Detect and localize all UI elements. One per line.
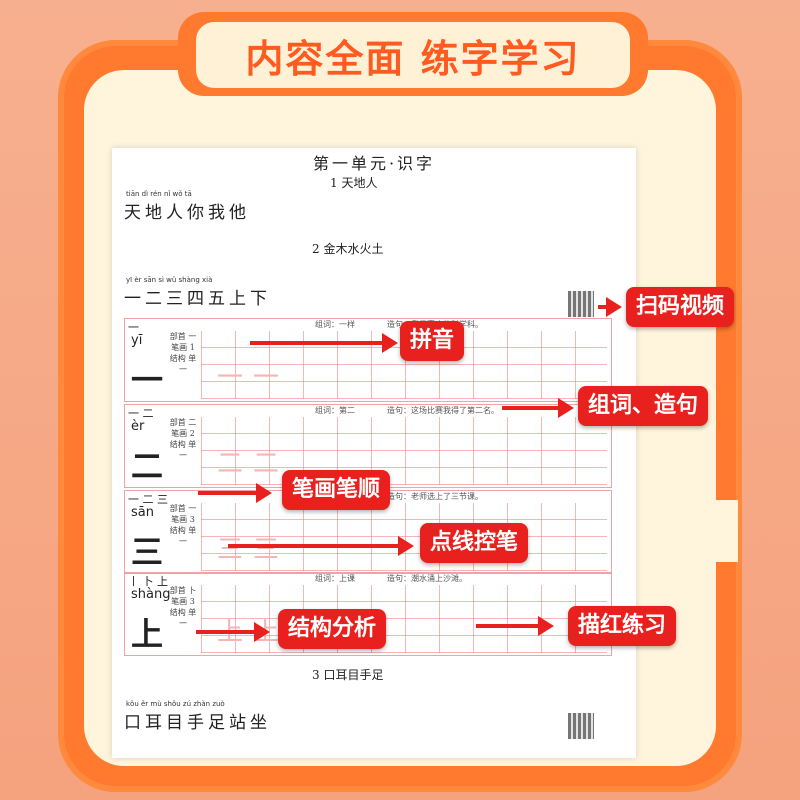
qr-code-bottom[interactable] [568, 713, 594, 739]
char-pinyin: yī [131, 333, 143, 348]
trace-chars: 一一 [217, 363, 290, 393]
arrow-pinyin [250, 333, 398, 353]
workbook-page: 第一单元·识字 1 天地人 tiān dì rén nǐ wǒ tā 天地人你我… [112, 148, 636, 758]
qr-code[interactable] [568, 291, 594, 317]
word-sentence: 组词：一样 造句：我最喜欢的科学科。 [315, 320, 483, 329]
practice-grid[interactable] [201, 417, 607, 485]
char-glyph: 一 [131, 361, 164, 399]
arrow-trace [476, 616, 554, 636]
callout-pinyin: 拼音 [400, 321, 465, 361]
char-meta: 部首 一 笔画 1 结构 单一 [169, 332, 197, 374]
char-pinyin: shàng [131, 587, 171, 602]
lesson3-title: 3 口耳目手足 [312, 668, 384, 682]
arrow-dotted [228, 536, 414, 556]
char-pinyin: èr [131, 419, 145, 434]
char-block-yi: 一 组词：一样 造句：我最喜欢的科学科。 yī 一 部首 一 笔画 1 结构 单… [124, 318, 612, 402]
stroke-order: 一 二 三 [128, 493, 168, 506]
callout-qr-video: 扫码视频 [626, 287, 735, 327]
arrow-qr [598, 297, 622, 317]
stroke-order: 一 [128, 321, 139, 334]
lesson2-pinyin: yī èr sān sì wǔ shàng xià [126, 276, 213, 284]
arrow-strokes [198, 483, 272, 503]
trace-chars: 三三 [217, 535, 290, 565]
trace-chars: 二二 [217, 449, 290, 479]
frame-notch [686, 500, 738, 562]
callout-trace: 描红练习 [568, 606, 677, 646]
char-pinyin: sān [131, 505, 154, 520]
arrow-words [502, 398, 574, 418]
arrow-structure [196, 622, 270, 642]
word-sentence: 组词：第二 造句：这场比赛我得了第二名。 [315, 406, 499, 415]
lesson1-title: 1 天地人 [330, 176, 378, 190]
callout-dotted: 点线控笔 [420, 523, 529, 563]
lesson2-chars: 一二三四五上下 [124, 289, 271, 309]
lesson1-pinyin: tiān dì rén nǐ wǒ tā [126, 190, 192, 198]
callout-strokes: 笔画笔顺 [282, 470, 391, 510]
lesson2-title: 2 金木水火土 [312, 242, 384, 256]
char-meta: 部首 二 笔画 2 结构 单一 [169, 418, 197, 460]
char-meta: 部首 一 笔画 3 结构 单一 [169, 504, 197, 546]
char-glyph: 三 [131, 533, 164, 571]
lesson3-pinyin: kǒu ěr mù shǒu zú zhàn zuò [126, 700, 225, 708]
callout-words: 组词、造句 [578, 386, 709, 426]
lesson3-chars: 口耳目手足站坐 [124, 713, 271, 733]
stroke-order: 丨 卜 上 [128, 575, 168, 588]
unit-title: 第一单元·识字 [312, 154, 436, 173]
lesson1-chars: 天地人你我他 [124, 203, 250, 223]
callout-structure: 结构分析 [278, 609, 387, 649]
word-sentence: 组词：上课 造句：潮水涌上沙滩。 [315, 574, 467, 583]
char-meta: 部首 卜 笔画 3 结构 单一 [169, 586, 197, 628]
char-glyph: 上 [131, 615, 164, 653]
stroke-order: 一 二 [128, 407, 154, 420]
word-sentence: 组词：三天 造句：老师选上了三节课。 [315, 492, 483, 501]
char-glyph: 二 [131, 447, 164, 485]
banner-title: 内容全面 练字学习 [196, 22, 630, 88]
